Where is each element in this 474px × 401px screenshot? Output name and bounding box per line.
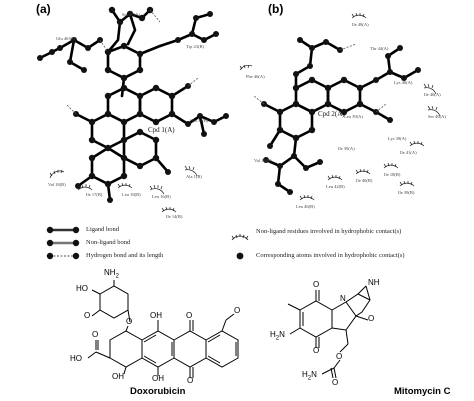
atom-label: O: [186, 311, 193, 320]
residue-label: Leu 46(B): [296, 204, 315, 209]
atom-label: NH: [368, 278, 380, 287]
atom-label: N: [340, 294, 346, 303]
compound-label-a: Cpd 1(A): [148, 126, 175, 134]
mitomycin-structure: [287, 285, 371, 379]
residue-label: Lys 39(A): [388, 136, 407, 141]
atom-label: HO: [70, 354, 82, 363]
residue-label: Glu 18(B): [190, 118, 209, 123]
residue-label: Phe 46(A): [246, 74, 265, 79]
doxorubicin-structure: [87, 280, 239, 378]
atom-label: OH: [112, 372, 124, 381]
residue-label: Ile 14(B): [166, 214, 183, 219]
legend-hydrogen-bond: Hydrogen bond and its length: [86, 252, 164, 259]
panel-a-label: (a): [36, 2, 51, 16]
residue-label: Ile 48(A): [352, 22, 369, 27]
mitomycin-name: Mitomycin C: [394, 386, 451, 397]
atom-label: O: [368, 314, 375, 323]
residue-label: Leu 42(B): [326, 184, 345, 189]
panel-b-label: (b): [268, 2, 284, 16]
residue-label: Ile 39(A): [338, 146, 355, 151]
residue-label: Ser 46(A): [428, 114, 446, 119]
panel-b-hydrophobic-arcs: [239, 12, 441, 201]
residue-label: Ile 41(A): [400, 150, 417, 155]
doxorubicin-name: Doxorubicin: [130, 386, 186, 397]
atom-label: O: [313, 280, 320, 289]
atom-label: O: [313, 346, 320, 355]
compound-label-b: Cpd 2(A): [318, 110, 345, 118]
atom-label: NH2: [104, 268, 119, 280]
residue-label: Ile 39(B): [398, 190, 415, 195]
atom-label: O: [92, 330, 99, 339]
residue-label: Ile 46(A): [424, 92, 441, 97]
residue-label: Ser 47(A): [122, 12, 140, 17]
legend-non-ligand-bond: Non-ligand bond: [86, 239, 131, 246]
legend-corresponding-atoms: Corresponding atoms involved in hydropho…: [256, 252, 405, 259]
residue-label: Val 18(B): [254, 158, 272, 163]
panel-a-hydrophobic-arcs: [49, 165, 198, 213]
legend-hydrophobic-residues: Non-ligand residues involved in hydropho…: [256, 228, 402, 235]
residue-label: Trp 23(B): [186, 44, 204, 49]
residue-label: Leu 16(B): [152, 194, 171, 199]
residue-label: Ile 18(B): [384, 172, 401, 177]
atom-label: O: [187, 376, 194, 385]
residue-label: Ile 40(B): [356, 178, 373, 183]
panel-b-hbonds: [253, 43, 387, 113]
atom-label: O: [234, 306, 241, 315]
atom-label: H2N: [270, 330, 285, 342]
atom-label: H2N: [302, 370, 317, 382]
residue-label: Ala 1(B): [186, 174, 202, 179]
atom-label: O: [336, 352, 343, 361]
panel-a-atoms: [37, 6, 229, 203]
atom-label: OH: [150, 311, 162, 320]
atom-label: O: [332, 378, 339, 387]
residue-label: Leu 18(B): [122, 192, 141, 197]
atom-label: O: [84, 311, 91, 320]
legend-symbols: [46, 226, 249, 260]
atom-label: HO: [76, 284, 88, 293]
residue-label: Thr 44(A): [370, 46, 389, 51]
atom-label: O: [126, 317, 133, 326]
residue-label: Leu 39(A): [344, 114, 363, 119]
atom-label: OH: [152, 374, 164, 383]
residue-label: Ile 17(B): [86, 192, 103, 197]
panel-a-hbonds: [65, 9, 199, 115]
panel-b-atoms: [261, 37, 421, 195]
residue-label: Val 18(B): [48, 182, 66, 187]
residue-label: Glu 46?(A): [56, 36, 77, 41]
legend-ligand-bond: Ligand bond: [86, 226, 120, 233]
residue-label: Lys 46(A): [394, 80, 413, 85]
